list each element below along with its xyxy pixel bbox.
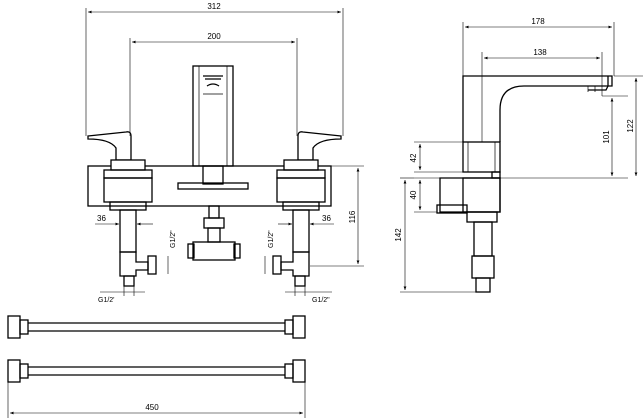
right-valve <box>272 159 326 287</box>
thread-right-bottom: G1/2" <box>285 286 332 304</box>
dim-142: 142 <box>394 177 476 293</box>
dim-450-label: 450 <box>145 403 159 412</box>
dim-122: 122 <box>614 75 643 176</box>
dim-101: 101 <box>500 95 628 179</box>
dim-200: 200 <box>129 32 298 136</box>
dim-36-left: 36 <box>95 214 153 226</box>
dim-36-left-label: 36 <box>97 214 106 223</box>
thread-left-bottom-label: G1/2' <box>98 297 115 304</box>
dim-200-label: 200 <box>207 32 221 41</box>
front-view: 312 200 <box>85 2 364 304</box>
side-spout <box>462 75 613 142</box>
dim-138: 138 <box>481 48 603 142</box>
dim-36-right-label: 36 <box>322 214 331 223</box>
dim-116: 116 <box>310 165 364 267</box>
dim-36-right: 36 <box>278 214 334 226</box>
right-handle <box>297 131 342 161</box>
dim-40: 40 <box>409 177 440 213</box>
side-lower-body <box>436 177 501 223</box>
dim-142-label: 142 <box>394 228 403 242</box>
dim-42: 42 <box>409 141 463 173</box>
left-handle <box>87 131 132 161</box>
deck-plate <box>87 165 332 207</box>
thread-left-side-label: G1/2" <box>170 230 177 248</box>
hose-bottom <box>7 359 306 383</box>
side-view: 178 138 <box>394 17 643 293</box>
left-valve <box>103 159 157 287</box>
dim-312: 312 <box>85 2 344 136</box>
side-shank <box>471 221 495 293</box>
hose-top <box>7 315 306 339</box>
dim-178-label: 178 <box>531 17 545 26</box>
hoses: 450 <box>7 315 306 418</box>
thread-left-bottom: G1/2' <box>98 286 145 304</box>
dim-40-label: 40 <box>409 190 418 199</box>
center-tee <box>187 205 241 261</box>
dim-312-label: 312 <box>207 2 221 11</box>
dim-42-label: 42 <box>409 153 418 162</box>
dim-178: 178 <box>462 17 615 142</box>
thread-right-side-label: G1/2" <box>268 230 275 248</box>
dim-116-label: 116 <box>348 210 357 223</box>
dim-450: 450 <box>7 382 306 418</box>
spout-body <box>192 65 234 185</box>
dim-101-label: 101 <box>602 130 611 144</box>
dim-138-label: 138 <box>533 48 547 57</box>
dim-122-label: 122 <box>626 119 635 133</box>
side-handle-block <box>462 141 501 179</box>
thread-right-bottom-label: G1/2" <box>312 297 330 304</box>
